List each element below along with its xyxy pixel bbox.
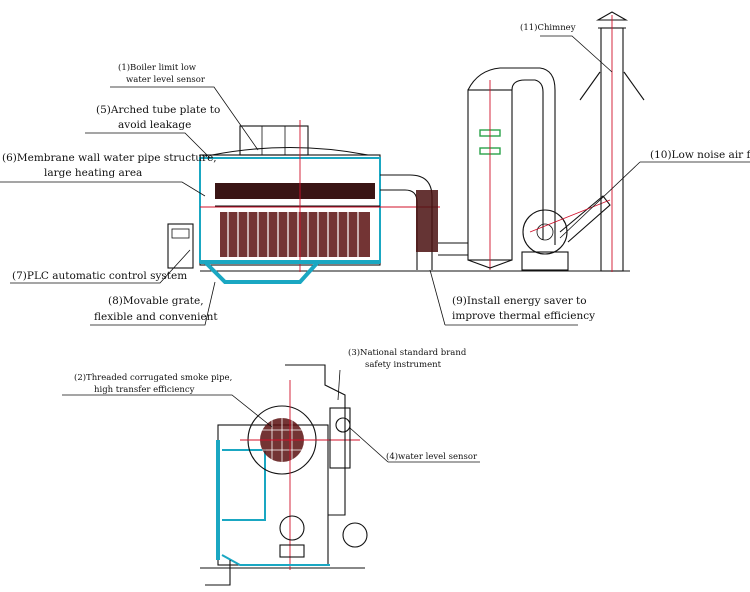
label-3-line1: (3)National standard brand bbox=[348, 347, 467, 358]
chimney bbox=[579, 11, 645, 272]
label-6-line2: large heating area bbox=[44, 167, 142, 179]
label-9-line1: (9)Install energy saver to bbox=[452, 295, 587, 307]
plc-cabinet bbox=[167, 223, 194, 269]
dust-collector-tower bbox=[467, 67, 556, 270]
label-5-line2: avoid leakage bbox=[118, 119, 191, 131]
water-tube-bank bbox=[220, 212, 370, 257]
label-7: (7)PLC automatic control system bbox=[12, 270, 187, 282]
label-8-line2: flexible and convenient bbox=[94, 311, 218, 323]
label-9-line2: improve thermal efficiency bbox=[452, 310, 595, 322]
energy-saver bbox=[416, 190, 438, 252]
label-2-line1: (2)Threaded corrugated smoke pipe, bbox=[74, 372, 232, 383]
label-4: (4)water level sensor bbox=[386, 451, 478, 462]
boiler-front-view bbox=[200, 364, 368, 586]
label-3-line2: safety instrument bbox=[365, 360, 442, 370]
leader-lines-top bbox=[0, 35, 750, 326]
label-6-line1: (6)Membrane wall water pipe structure, bbox=[2, 152, 217, 164]
label-10: (10)Low noise air fan bbox=[650, 149, 750, 161]
label-2-line2: high transfer efficiency bbox=[94, 385, 195, 395]
leader-lines-bottom bbox=[62, 369, 480, 463]
label-11: (11)Chimney bbox=[520, 22, 576, 33]
label-1-line2: water level sensor bbox=[126, 75, 206, 85]
air-fan bbox=[521, 195, 611, 271]
boiler-side-view bbox=[167, 11, 645, 284]
label-8-line1: (8)Movable grate, bbox=[108, 295, 204, 307]
label-1-line1: (1)Boiler limit low bbox=[118, 62, 197, 73]
label-5-line1: (5)Arched tube plate to bbox=[96, 104, 220, 116]
